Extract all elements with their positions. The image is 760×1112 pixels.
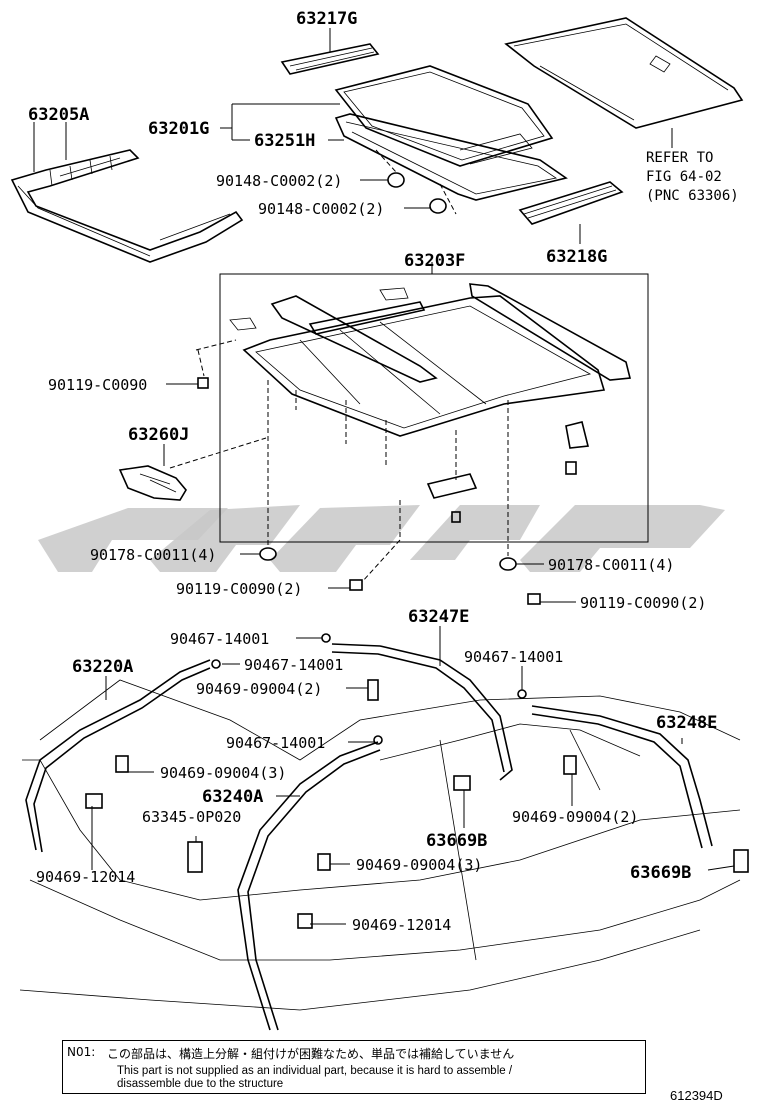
refer-line-2: FIG 64-02	[646, 169, 722, 185]
label-90119-b: 90119-C0090(2)	[176, 580, 302, 598]
note-english-line-2: disassemble due to the structure	[117, 1078, 284, 1090]
label-90467-c: 90467-14001	[464, 648, 563, 666]
label-90467-a: 90467-14001	[170, 630, 269, 648]
label-90119-c: 90119-C0090(2)	[580, 594, 706, 612]
note-box: N01: この部品は、構造上分解・組付けが困難なため、単品では補給していません …	[62, 1040, 646, 1094]
label-90469-09004-3-b: 90469-09004(3)	[356, 856, 482, 874]
refer-line-3: (PNC 63306)	[646, 188, 739, 204]
leader-lines	[33, 28, 735, 925]
label-90148-b: 90148-C0002(2)	[258, 200, 384, 218]
part-63201G-glass	[334, 65, 554, 167]
vehicle-outline	[19, 679, 741, 1011]
hose-63240A-inner	[247, 749, 381, 1031]
hose-63220A-inner	[33, 667, 211, 853]
label-90469-09004-3-a: 90469-09004(3)	[160, 764, 286, 782]
label-63218G: 63218G	[546, 247, 607, 267]
label-63220A: 63220A	[72, 657, 133, 677]
hose-63248E	[531, 705, 713, 847]
housing-group-box	[219, 273, 649, 543]
part-sunshade	[504, 17, 744, 129]
part-63205A-frame	[10, 149, 244, 263]
label-63251H: 63251H	[254, 131, 315, 151]
label-90469-12014-a: 90469-12014	[36, 868, 135, 886]
label-63205A: 63205A	[28, 105, 89, 125]
note-japanese-text: この部品は、構造上分解・組付けが困難なため、単品では補給していません	[107, 1047, 515, 1061]
label-90119-a: 90119-C0090	[48, 376, 147, 394]
note-id: N01:	[67, 1045, 96, 1059]
hose-63248E-inner	[531, 713, 703, 849]
label-90469-09004-2-a: 90469-09004(2)	[196, 680, 322, 698]
label-90178-b: 90178-C0011(4)	[548, 556, 674, 574]
hose-63247E	[331, 643, 513, 781]
label-63247E: 63247E	[408, 607, 469, 627]
label-63217G: 63217G	[296, 9, 357, 29]
label-63669B-b: 63669B	[630, 863, 691, 883]
label-63260J: 63260J	[128, 425, 189, 445]
label-90178-a: 90178-C0011(4)	[90, 546, 216, 564]
label-90148-a: 90148-C0002(2)	[216, 172, 342, 190]
refer-line-1: REFER TO	[646, 150, 713, 166]
part-63260J-motor	[118, 437, 267, 501]
note-english-line-1: This part is not supplied as an individu…	[117, 1065, 513, 1077]
label-63240A: 63240A	[202, 787, 263, 807]
part-63203F-housing	[229, 283, 632, 437]
hose-63240A	[237, 741, 379, 1031]
label-63345-0P020: 63345-0P020	[142, 808, 241, 826]
label-63201G: 63201G	[148, 119, 209, 139]
bolt-90119-a	[195, 339, 237, 389]
figure-id: 612394D	[670, 1088, 723, 1103]
label-90467-d: 90467-14001	[226, 734, 325, 752]
fasteners-lower	[259, 421, 589, 605]
label-63248E: 63248E	[656, 713, 717, 733]
label-90469-12014-b: 90469-12014	[352, 916, 451, 934]
watermark	[38, 505, 725, 572]
label-90467-b: 90467-14001	[244, 656, 343, 674]
clip-90148-b	[429, 183, 457, 215]
label-63203F: 63203F	[404, 251, 465, 271]
label-90469-09004-2-b: 90469-09004(2)	[512, 808, 638, 826]
label-63669B-a: 63669B	[426, 831, 487, 851]
housing-leader-lines	[267, 380, 509, 583]
hose-63247E-inner	[331, 651, 505, 773]
part-63217G-rail	[280, 43, 380, 75]
part-63251H-seal	[334, 113, 568, 201]
hose-63220A	[25, 659, 211, 851]
part-63218G-rail	[518, 181, 624, 225]
